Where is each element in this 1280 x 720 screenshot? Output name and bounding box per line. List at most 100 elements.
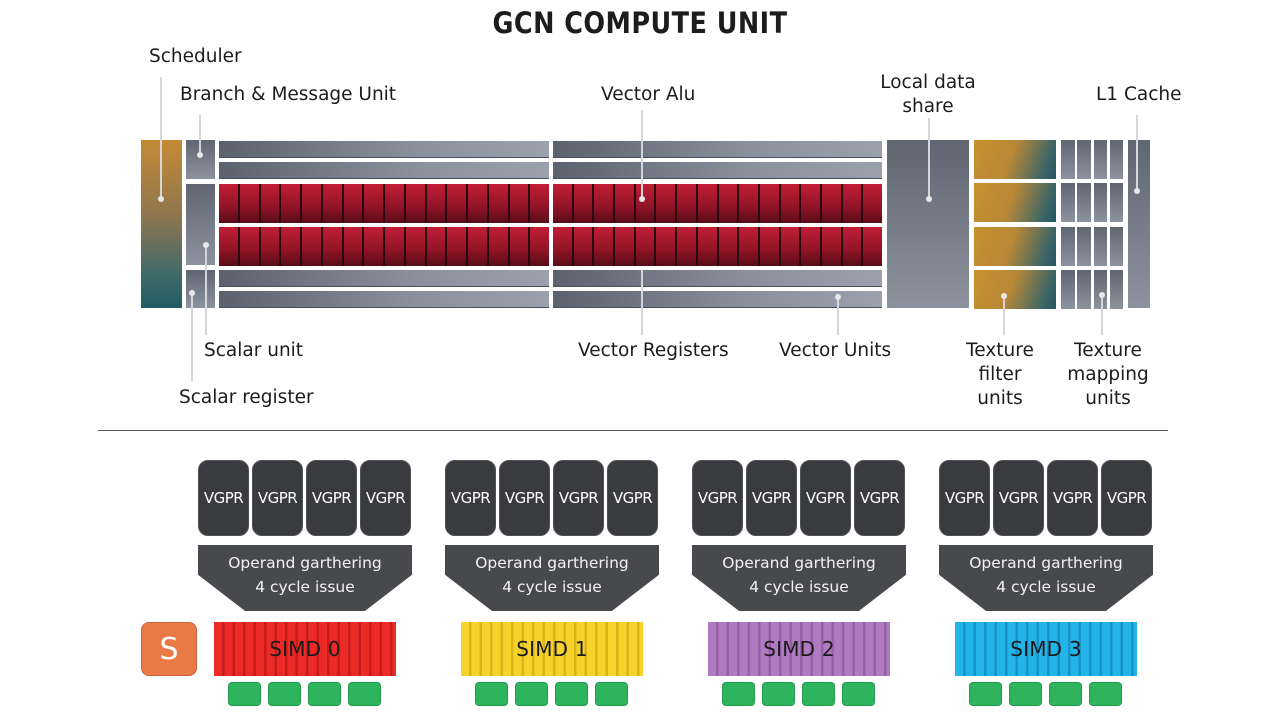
vector-alu-lane <box>426 184 448 223</box>
operand-line: Operand garthering <box>475 554 629 572</box>
vector-alu-lane <box>821 227 843 266</box>
texture-mapping-unit <box>1093 140 1108 179</box>
vector-alu-lane <box>718 184 740 223</box>
simd-alu-unit <box>762 682 795 706</box>
simd-alu-unit <box>842 682 875 706</box>
label-scalar-register: Scalar register <box>179 387 314 408</box>
operand-line: Operand garthering <box>969 554 1123 572</box>
leader-line-branch <box>199 115 201 155</box>
simd-label: SIMD 0 <box>269 637 341 661</box>
leader-dot <box>639 196 645 202</box>
label-line: units <box>977 388 1023 409</box>
vector-alu-lane <box>842 184 864 223</box>
vector-alu-lane <box>801 184 822 223</box>
vgpr-block: VGPR <box>800 460 851 536</box>
vector-alu-lane <box>615 184 636 223</box>
vgpr-block: VGPR <box>1047 460 1098 536</box>
texture-mapping-unit <box>1061 226 1075 266</box>
leader-line-vector-units <box>837 296 839 335</box>
vector-alu-row <box>219 184 549 223</box>
vector-alu-lane <box>530 227 549 266</box>
texture-mapping-unit <box>1061 140 1075 179</box>
operand-gathering-block: Operand garthering 4 cycle issue <box>939 545 1153 611</box>
vector-alu-lane <box>239 184 261 223</box>
label-line: share <box>902 96 954 117</box>
vgpr-block: VGPR <box>445 460 496 536</box>
vector-alu-lane <box>447 184 468 223</box>
vgpr-block: VGPR <box>553 460 604 536</box>
texture-mapping-unit <box>1077 226 1091 266</box>
texture-filter-unit <box>974 226 1056 266</box>
label-line: mapping <box>1067 364 1149 385</box>
vector-alu-lane <box>573 227 595 266</box>
leader-line-texture-filter <box>1003 295 1005 335</box>
operand-gathering-block: Operand garthering 4 cycle issue <box>445 545 659 611</box>
texture-mapping-unit <box>1061 183 1075 223</box>
simd-alu-unit <box>515 682 548 706</box>
simd-label: SIMD 2 <box>763 637 835 661</box>
vector-alu-lane <box>239 227 261 266</box>
vector-alu-lane <box>281 227 302 266</box>
label-vector-alu: Vector Alu <box>601 84 696 105</box>
vector-alu-lane <box>573 184 595 223</box>
vector-alu-lane <box>322 227 344 266</box>
label-line: Local data <box>880 72 976 93</box>
label-l1-cache: L1 Cache <box>1096 84 1182 105</box>
label-local-data-share: Local data share <box>878 71 978 119</box>
vector-alu-lane <box>594 184 616 223</box>
texture-mapping-unit <box>1093 226 1108 266</box>
leader-dot <box>203 242 209 248</box>
leader-dot <box>1099 292 1105 298</box>
leader-line-texture-mapping <box>1101 294 1103 335</box>
vector-alu-lane <box>530 184 549 223</box>
leader-line-scalar-unit <box>205 245 207 335</box>
leader-dot <box>189 290 195 296</box>
vector-alu-lane <box>553 184 574 223</box>
simd-alu-unit <box>348 682 381 706</box>
texture-mapping-unit <box>1109 269 1124 309</box>
texture-mapping-unit <box>1109 183 1124 223</box>
vgpr-block: VGPR <box>306 460 357 536</box>
label-line: units <box>1085 388 1131 409</box>
leader-dot <box>197 152 203 158</box>
vector-alu-lane <box>488 227 510 266</box>
leader-dot <box>158 196 164 202</box>
simd-alu-unit <box>969 682 1002 706</box>
simd-alu-unit <box>802 682 835 706</box>
vgpr-block: VGPR <box>607 460 658 536</box>
simd-alu-unit <box>555 682 588 706</box>
simd-alu-unit <box>595 682 628 706</box>
vector-alu-lane <box>739 227 760 266</box>
vector-register-bar <box>219 141 549 158</box>
vector-alu-lane <box>343 227 365 266</box>
leader-line-scheduler <box>160 77 162 198</box>
section-divider <box>98 430 1168 431</box>
vector-alu-lane <box>468 184 489 223</box>
texture-mapping-unit <box>1077 183 1091 223</box>
texture-mapping-unit <box>1109 226 1124 266</box>
vector-alu-lane <box>759 184 781 223</box>
leader-dot <box>1001 293 1007 299</box>
vector-alu-lane <box>635 227 657 266</box>
l1-cache-block <box>1128 140 1150 308</box>
vector-alu-lane <box>615 227 636 266</box>
label-line: filter <box>978 364 1022 385</box>
simd-label: SIMD 1 <box>516 637 588 661</box>
vector-alu-lane <box>553 227 574 266</box>
simd-lanes <box>214 622 396 676</box>
leader-line-vector-alu <box>641 110 643 198</box>
vector-alu-lane <box>219 227 240 266</box>
label-texture-mapping-units: Texture mapping units <box>1058 339 1158 411</box>
vector-alu-lane <box>509 184 531 223</box>
simd-alu-unit <box>722 682 755 706</box>
simd-alu-unit <box>228 682 261 706</box>
leader-line-vector-registers <box>641 270 643 335</box>
vector-alu-lane <box>677 227 698 266</box>
texture-mapping-unit <box>1077 269 1091 309</box>
leader-line-scalar-register <box>191 293 193 381</box>
label-scalar-unit: Scalar unit <box>204 340 304 361</box>
vector-register-bar <box>553 141 882 158</box>
texture-filter-unit <box>974 269 1056 309</box>
vector-alu-lane <box>801 227 822 266</box>
vector-alu-lane <box>656 184 678 223</box>
